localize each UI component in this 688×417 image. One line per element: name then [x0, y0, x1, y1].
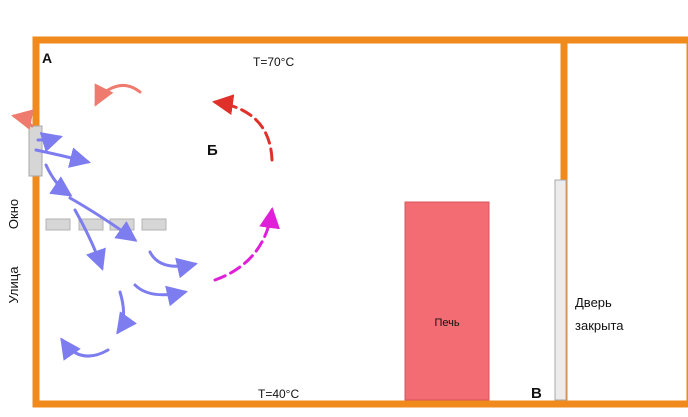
- stove: [404, 201, 490, 401]
- window-label: Окно: [6, 199, 21, 229]
- temperature-bottom: T=40°C: [258, 387, 299, 401]
- warm-air-arrow: [213, 207, 280, 282]
- corner-label-a: А: [42, 50, 52, 66]
- street-label: Улица: [6, 266, 21, 304]
- cold-air-arrows: [34, 132, 198, 361]
- door-label-line2: закрыта: [575, 318, 624, 333]
- stove-label: Печь: [434, 317, 459, 329]
- temperature-top: T=70°C: [253, 55, 294, 69]
- center-label-b: Б: [207, 142, 218, 159]
- door: [554, 179, 567, 401]
- hot-air-arrows: [11, 83, 274, 162]
- adjacent-room-walls: [560, 36, 688, 408]
- corner-label-v: В: [531, 385, 542, 402]
- door-label-line1: Дверь: [575, 295, 612, 310]
